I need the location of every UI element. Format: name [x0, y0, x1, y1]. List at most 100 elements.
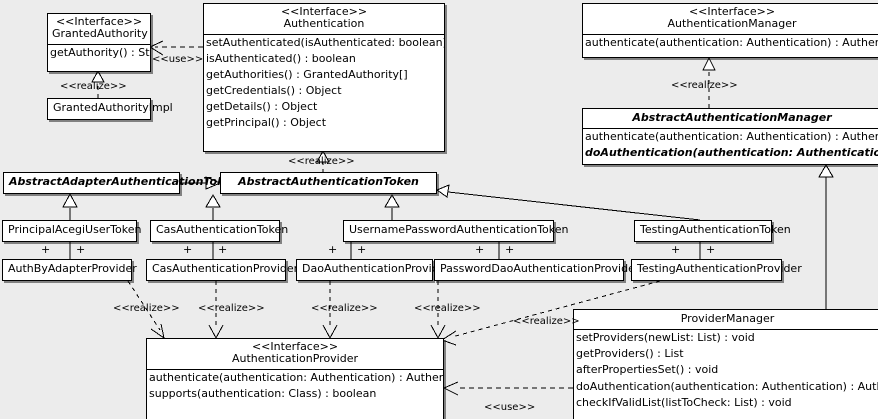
- class-name: CasAuthenticationProvider: [152, 262, 299, 275]
- class-header: PasswordDaoAuthenticationProvider: [435, 260, 640, 279]
- operations-compartment: setProviders(newList: List) : void getPr…: [574, 329, 878, 410]
- class-header: TestingAuthenticationToken: [635, 221, 791, 240]
- operation-item: checkIfValidList(listToCheck: List) : vo…: [576, 395, 792, 409]
- class-name: GrantedAuthorityImpl: [53, 101, 173, 114]
- class-name: PasswordDaoAuthenticationProvider: [440, 262, 640, 275]
- class-header: GrantedAuthorityImpl: [48, 99, 173, 118]
- class-password-dao-authentication-provider[interactable]: PasswordDaoAuthenticationProvider: [434, 259, 640, 281]
- class-header: CasAuthenticationProvider: [147, 260, 299, 279]
- class-name: AuthenticationManager: [667, 17, 797, 31]
- stereotype-label: <<Interface>>: [55, 15, 143, 28]
- stereotype-label: <<Interface>>: [280, 5, 368, 18]
- class-name: DaoAuthenticationProvider: [302, 262, 450, 275]
- class-name: AuthByAdapterProvider: [8, 262, 137, 275]
- class-header: AbstractAuthenticationManager: [583, 109, 878, 128]
- class-authentication-provider[interactable]: <<Interface>> AuthenticationProvider aut…: [146, 338, 444, 419]
- operation-item: doAuthentication(authentication: Authent…: [576, 379, 878, 393]
- relationship-label-realize-testing-authentication-provider: <<realize>>: [513, 316, 580, 327]
- operation-item: supports(authentication: Class) : boolea…: [149, 386, 377, 400]
- class-testing-authentication-token[interactable]: TestingAuthenticationToken: [634, 220, 791, 242]
- operations-compartment: authenticate(authentication: Authenticat…: [147, 368, 443, 402]
- class-header: <<Interface>> Authentication: [204, 4, 444, 34]
- relationship-label-realize-dao-authentication-provider: <<realize>>: [311, 303, 378, 314]
- operation-item: setProviders(newList: List) : void: [576, 331, 755, 345]
- operation-item: getPrincipal() : Object: [206, 116, 327, 130]
- role-marker: +: [218, 243, 228, 256]
- class-header: ProviderManager: [574, 310, 878, 329]
- class-header: TestingAuthenticationProvider: [632, 260, 802, 279]
- role-marker: +: [475, 243, 485, 256]
- stereotype-label: <<Interface>>: [688, 5, 776, 18]
- relationship-label-use-provider-manager: <<use>>: [484, 402, 536, 413]
- role-marker: +: [505, 243, 515, 256]
- stereotype-label: <<Interface>>: [251, 340, 339, 353]
- operations-compartment: authenticate(authentication: Authenticat…: [583, 128, 878, 161]
- operation-item: setAuthenticated(isAuthenticated: boolea…: [206, 35, 444, 49]
- class-name: GrantedAuthority: [52, 27, 148, 41]
- relationship-label-realize-password-dao-authentication-provider: <<realize>>: [414, 303, 481, 314]
- operation-item: getDetails() : Object: [206, 99, 318, 113]
- class-principal-acegi-user-token[interactable]: PrincipalAcegiUserToken: [2, 220, 142, 242]
- operation-item: getCredentials() : Object: [206, 83, 342, 97]
- role-marker: +: [706, 243, 716, 256]
- relationship-label-realize-abstract-authentication-token: <<realize>>: [288, 156, 355, 167]
- role-marker: +: [76, 243, 86, 256]
- class-abstract-authentication-manager[interactable]: AbstractAuthenticationManager authentica…: [582, 108, 878, 165]
- class-cas-authentication-token[interactable]: CasAuthenticationToken: [150, 220, 289, 242]
- role-marker: +: [183, 243, 193, 256]
- operations-compartment: setAuthenticated(isAuthenticated: boolea…: [204, 33, 444, 131]
- class-cas-authentication-provider[interactable]: CasAuthenticationProvider: [146, 259, 299, 281]
- class-header: UsernamePasswordAuthenticationToken: [344, 221, 569, 240]
- class-header: AuthByAdapterProvider: [3, 260, 137, 279]
- class-auth-by-adapter-provider[interactable]: AuthByAdapterProvider: [2, 259, 137, 281]
- class-granted-authority-impl[interactable]: GrantedAuthorityImpl: [47, 98, 173, 120]
- class-name: PrincipalAcegiUserToken: [8, 223, 142, 236]
- class-name: CasAuthenticationToken: [156, 223, 289, 236]
- relationship-label-realize-cas-authentication-provider: <<realize>>: [198, 303, 265, 314]
- operation-item: authenticate(authentication: Authenticat…: [585, 35, 878, 49]
- class-provider-manager[interactable]: ProviderManager setProviders(newList: Li…: [573, 309, 878, 419]
- operation-item: isAuthenticated() : boolean: [206, 51, 356, 65]
- operation-item: authenticate(authentication: Authenticat…: [149, 370, 443, 384]
- class-name: Authentication: [283, 17, 365, 31]
- class-abstract-adapter-authentication-token[interactable]: AbstractAdapterAuthenticationToken: [3, 172, 240, 194]
- operation-item: authenticate(authentication: Authenticat…: [585, 130, 878, 144]
- role-marker: +: [357, 243, 367, 256]
- role-marker: +: [671, 243, 681, 256]
- relationship-label-use-granted-authority: <<use>>: [152, 54, 204, 65]
- relationship-label-realize-auth-by-adapter-provider: <<realize>>: [113, 303, 180, 314]
- operations-compartment: authenticate(authentication: Authenticat…: [583, 33, 878, 51]
- class-header: DaoAuthenticationProvider: [297, 260, 450, 279]
- class-name: AbstractAuthenticationToken: [238, 175, 419, 188]
- class-header: CasAuthenticationToken: [151, 221, 289, 240]
- class-name: AbstractAdapterAuthenticationToken: [9, 175, 240, 188]
- class-header: AbstractAdapterAuthenticationToken: [4, 173, 240, 192]
- relationship-label-realize-granted-authority-impl: <<realize>>: [60, 81, 127, 92]
- relationship-label-realize-abstract-authentication-manager: <<realize>>: [671, 80, 738, 91]
- class-header: <<Interface>> AuthenticationProvider: [147, 339, 443, 369]
- operations-compartment: getAuthority() : String: [48, 43, 150, 61]
- class-header: <<Interface>> GrantedAuthority: [48, 14, 150, 44]
- class-testing-authentication-provider[interactable]: TestingAuthenticationProvider: [631, 259, 802, 281]
- class-header: PrincipalAcegiUserToken: [3, 221, 142, 240]
- operation-item: getProviders() : List: [576, 347, 684, 361]
- operation-item: afterPropertiesSet() : void: [576, 363, 719, 377]
- class-username-password-authentication-token[interactable]: UsernamePasswordAuthenticationToken: [343, 220, 569, 242]
- class-name: TestingAuthenticationProvider: [637, 262, 802, 275]
- class-name: ProviderManager: [680, 312, 775, 325]
- class-granted-authority[interactable]: <<Interface>> GrantedAuthority getAuthor…: [47, 13, 151, 72]
- operation-item: getAuthority() : String: [50, 45, 150, 59]
- role-marker: +: [41, 243, 51, 256]
- class-authentication-manager[interactable]: <<Interface>> AuthenticationManager auth…: [582, 3, 878, 58]
- class-header: <<Interface>> AuthenticationManager: [583, 4, 878, 34]
- class-header: AbstractAuthenticationToken: [221, 173, 436, 192]
- operation-item: getAuthorities() : GrantedAuthority[]: [206, 67, 408, 81]
- class-name: AbstractAuthenticationManager: [632, 111, 832, 124]
- class-abstract-authentication-token[interactable]: AbstractAuthenticationToken: [220, 172, 437, 194]
- class-name: TestingAuthenticationToken: [640, 223, 791, 236]
- class-dao-authentication-provider[interactable]: DaoAuthenticationProvider: [296, 259, 450, 281]
- class-authentication[interactable]: <<Interface>> Authentication setAuthenti…: [203, 3, 445, 152]
- operation-item: doAuthentication(authentication: Authent…: [585, 146, 878, 160]
- role-marker: +: [328, 243, 338, 256]
